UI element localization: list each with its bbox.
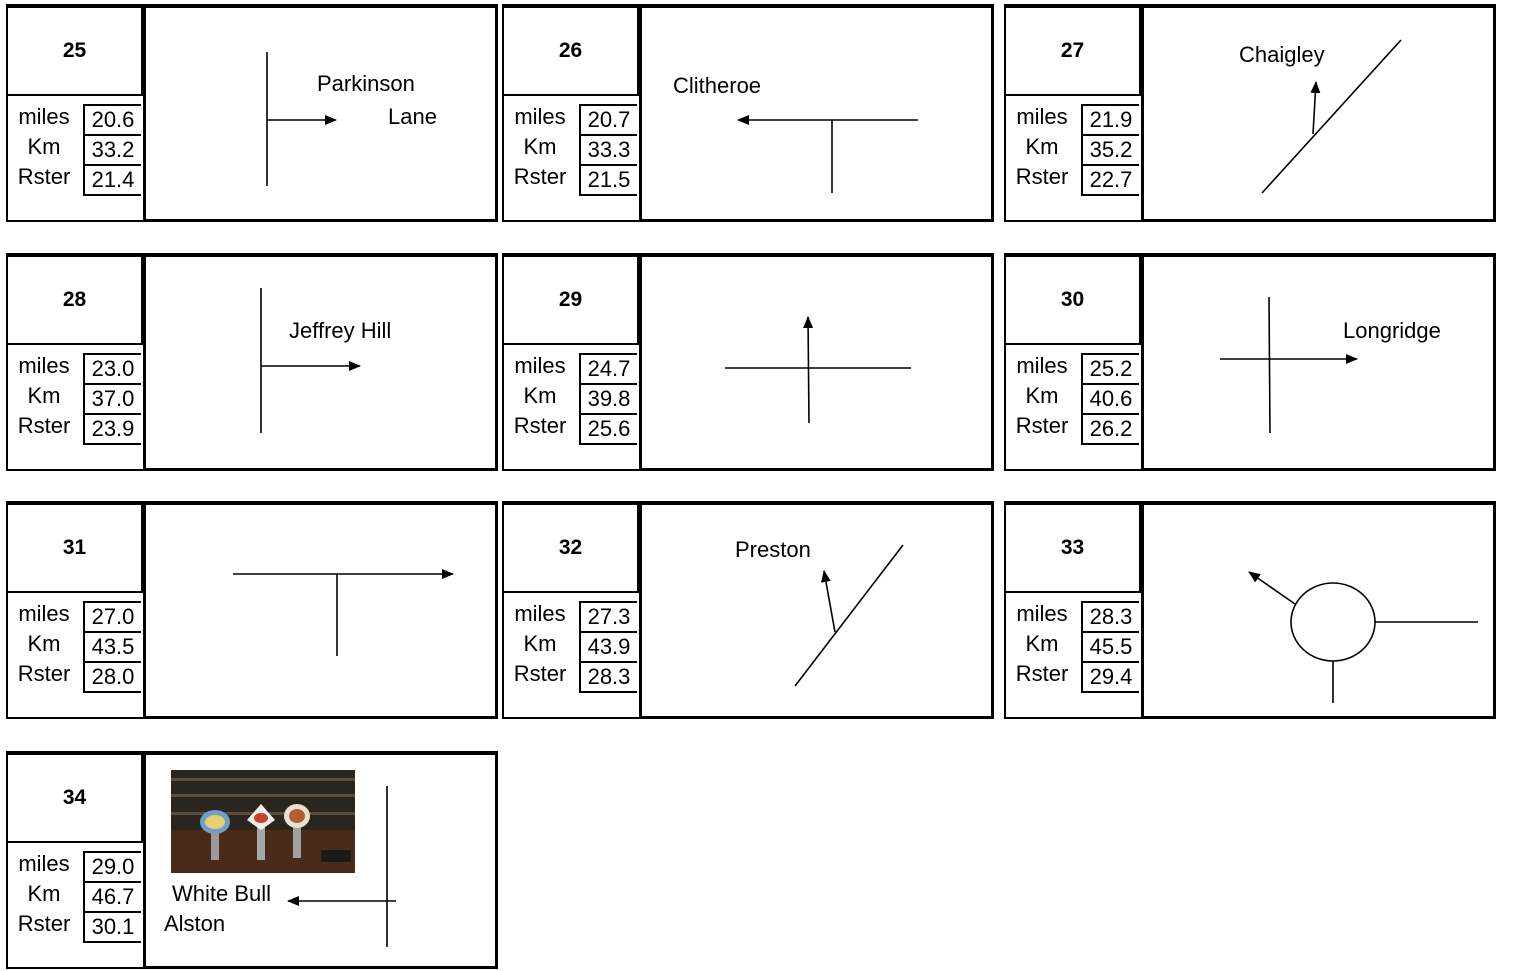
destination-label: Chaigley <box>1239 42 1325 67</box>
direction-arrow <box>808 317 809 423</box>
road-line <box>795 545 903 686</box>
destination-label: Clitheroe <box>673 73 761 98</box>
direction-arrow <box>1313 82 1316 134</box>
destination-label: Parkinson <box>317 71 415 96</box>
destination-label: White Bull <box>172 881 271 906</box>
roundabout <box>1291 583 1375 661</box>
road-line <box>1269 297 1270 433</box>
direction-arrow <box>824 571 835 632</box>
destination-label: Jeffrey Hill <box>289 318 391 343</box>
destination-label: Preston <box>735 537 811 562</box>
direction-arrow <box>1249 572 1295 604</box>
destination-label: Longridge <box>1343 318 1441 343</box>
destination-label: Lane <box>388 104 437 129</box>
destination-label: Alston <box>164 911 225 936</box>
pub-photo <box>171 770 355 873</box>
beer-pumps-image <box>171 770 355 873</box>
